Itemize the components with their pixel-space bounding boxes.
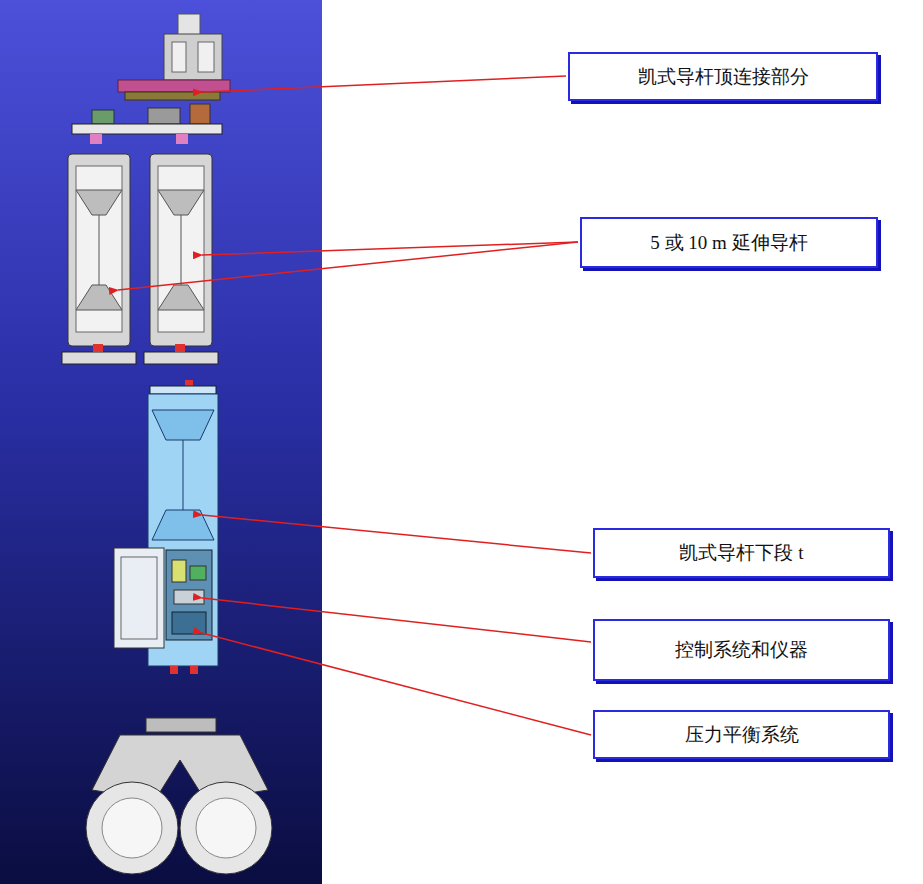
leader-line (202, 76, 566, 92)
housing-part (172, 42, 186, 72)
housing (164, 34, 222, 80)
plate (150, 386, 216, 394)
rod-face (158, 166, 204, 332)
bevel (76, 285, 122, 310)
callout-text: 5 或 10 m 延伸导杆 (640, 230, 817, 256)
gripper (86, 718, 272, 874)
instrument (174, 590, 204, 604)
pin (93, 344, 103, 352)
slot (181, 215, 182, 285)
lower-section (114, 380, 218, 674)
housing-part (198, 42, 214, 72)
fitting (92, 110, 114, 124)
callout-text: 压力平衡系统 (675, 722, 809, 748)
extension-rod (62, 154, 136, 364)
control-box (166, 550, 212, 640)
callout-text: 凯式导杆下段 t (669, 540, 813, 566)
callout-box: 凯式导杆顶连接部分 (568, 52, 878, 101)
bevel (158, 190, 204, 215)
gripper-top (146, 718, 216, 732)
pin (190, 666, 198, 674)
bevel (152, 410, 214, 440)
roller (180, 782, 272, 874)
leader-line (202, 598, 591, 642)
slot (99, 215, 100, 285)
plate (62, 352, 136, 364)
roller-face (102, 798, 162, 858)
leader-lines (118, 76, 591, 735)
rod-body (68, 154, 130, 346)
callout-box: 5 或 10 m 延伸导杆 (580, 217, 878, 268)
leader-line (202, 633, 591, 735)
pin (175, 344, 185, 352)
callout-box: 压力平衡系统 (593, 710, 890, 759)
leader-line (118, 242, 578, 290)
callout-text: 控制系统和仪器 (665, 637, 818, 663)
plate (72, 124, 222, 134)
extension-rod (144, 154, 218, 364)
fitting (148, 108, 180, 124)
door (114, 548, 164, 648)
bevel (158, 285, 204, 310)
bevel (76, 190, 122, 215)
instrument (172, 560, 186, 582)
leader-line (202, 515, 591, 553)
background-panel (0, 0, 322, 884)
pin (90, 134, 102, 144)
plate (144, 352, 218, 364)
manifold (118, 80, 230, 92)
pin (170, 666, 178, 674)
fitting (190, 104, 210, 124)
instrument (190, 566, 206, 580)
pin (176, 134, 188, 144)
rod-body (150, 154, 212, 346)
callout-text: 凯式导杆顶连接部分 (628, 64, 819, 90)
callout-box: 凯式导杆下段 t (593, 528, 890, 578)
callout-box: 控制系统和仪器 (593, 619, 890, 681)
manifold (125, 92, 220, 100)
roller-face (196, 798, 256, 858)
door-frame (121, 557, 157, 639)
slot (183, 440, 184, 510)
rod-face (76, 166, 122, 332)
pressure-unit (172, 612, 206, 634)
top-connector (72, 14, 230, 144)
bevel (152, 510, 214, 540)
roller (86, 782, 178, 874)
